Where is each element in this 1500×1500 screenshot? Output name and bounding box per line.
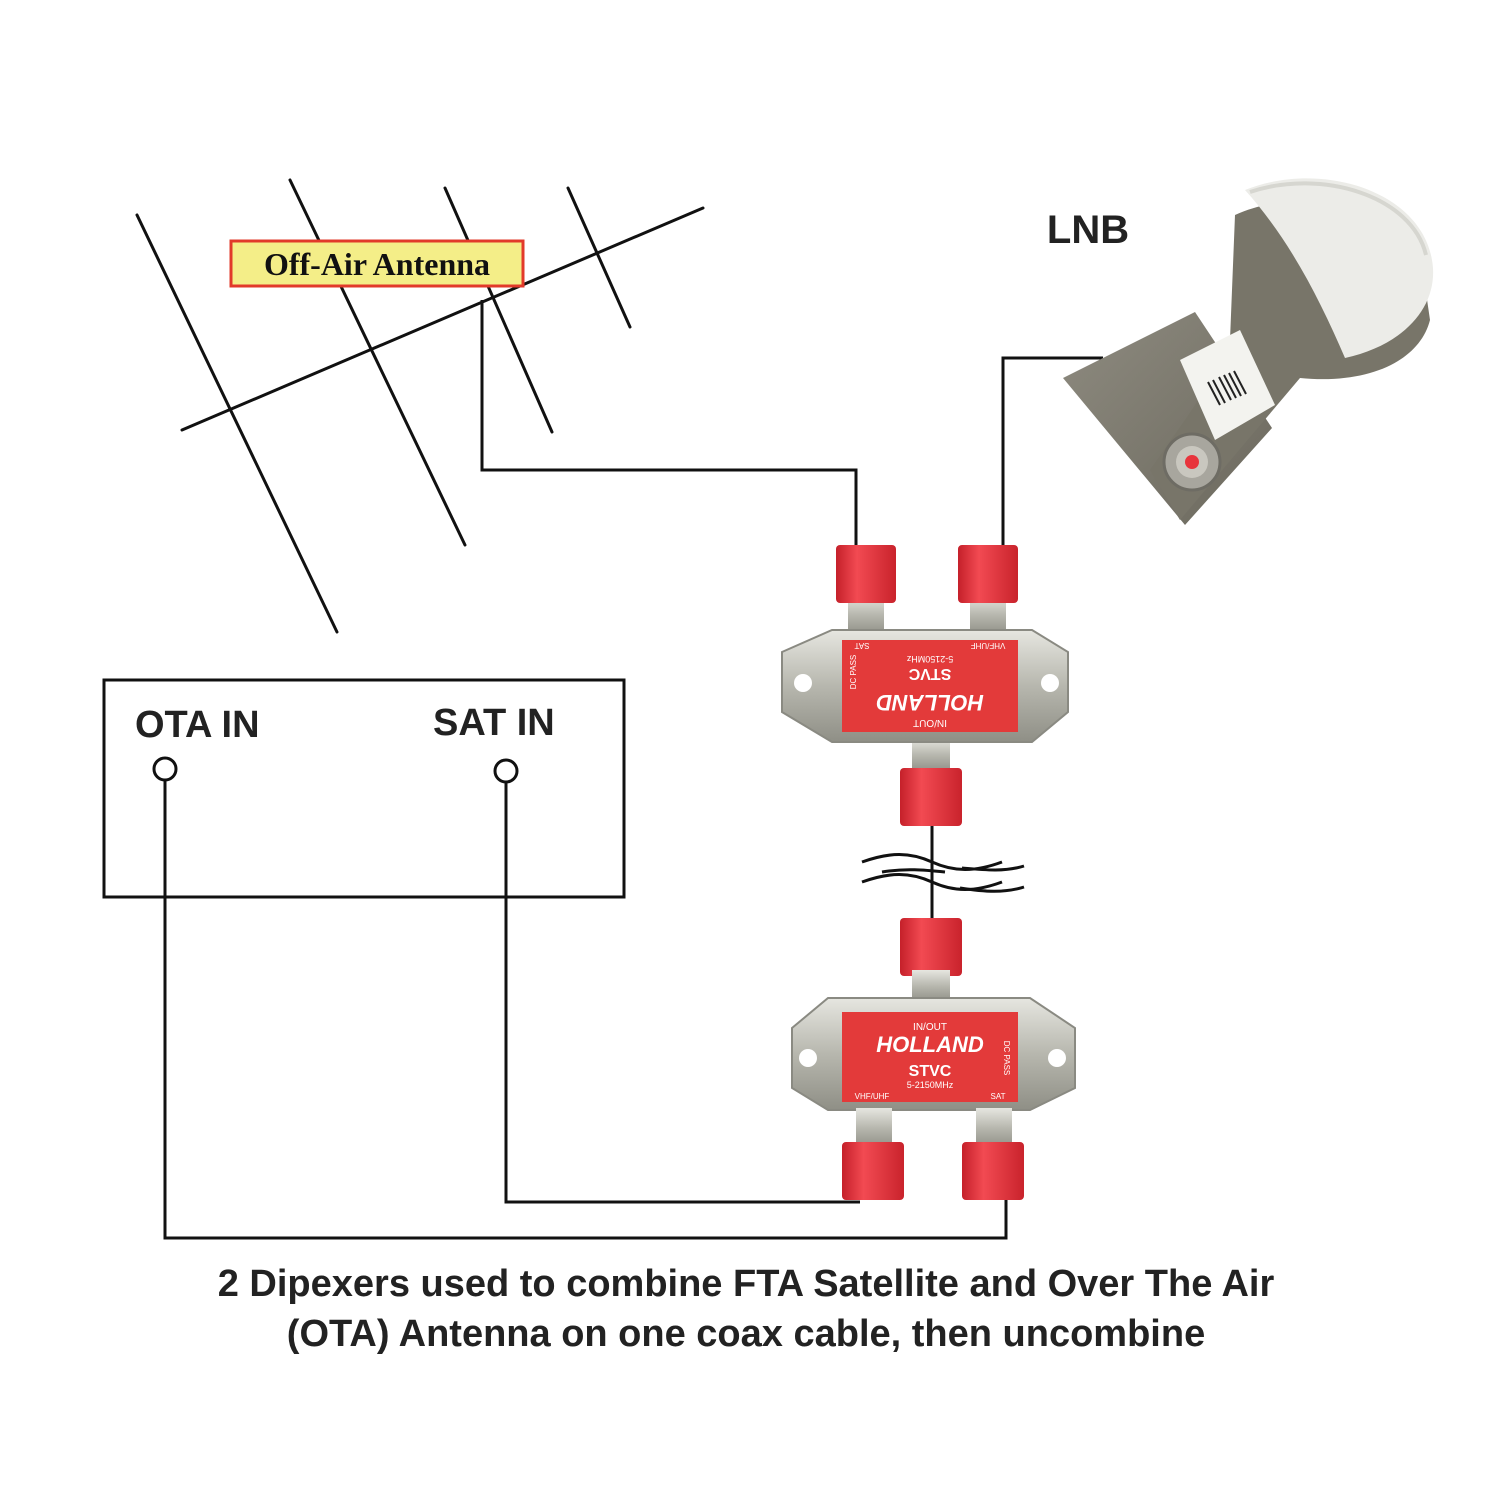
diplexer-top: IN/OUT HOLLAND STVC 5-2150MHz VHF/UHF SA… xyxy=(781,545,1069,826)
cable-break-symbol xyxy=(861,853,1025,893)
lnb-barcode-sticker xyxy=(1180,330,1275,440)
ota-in-label: OTA IN xyxy=(135,704,260,746)
antenna-boom xyxy=(180,206,705,432)
sat-in-label: SAT IN xyxy=(433,702,555,744)
diplexer-bottom-port-in-out[interactable] xyxy=(900,918,962,1002)
diplexer-top-freq: 5-2150MHz xyxy=(906,654,953,664)
wire-sat-out xyxy=(504,778,860,1204)
lnb-f-connector xyxy=(1162,432,1222,492)
caption-line-2: (OTA) Antenna on one coax cable, then un… xyxy=(287,1313,1205,1355)
diplexer-bottom: IN/OUT HOLLAND STVC 5-2150MHz VHF/UHF SA… xyxy=(791,918,1076,1200)
caption: 2 Dipexers used to combine FTA Satellite… xyxy=(218,1263,1275,1355)
diplexer-bottom-model: STVC xyxy=(909,1063,952,1080)
wire-antenna-to-diplexer xyxy=(480,300,858,545)
diplexer-bottom-port-vhf-uhf[interactable] xyxy=(842,1108,904,1200)
receiver-box: OTA IN SAT IN xyxy=(102,678,626,899)
diplexer-top-model: STVC xyxy=(908,665,951,682)
diplexer-top-port-sat[interactable] xyxy=(958,545,1018,635)
diplexer-top-brand: HOLLAND xyxy=(876,690,984,715)
sat-in-port[interactable] xyxy=(493,758,519,784)
lnb xyxy=(1063,178,1434,525)
antenna-element-1 xyxy=(135,213,339,634)
lnb-cap xyxy=(1245,178,1434,358)
coax-wires xyxy=(163,300,1103,1240)
antenna-element-4 xyxy=(566,186,632,329)
diplexer-top-inout: IN/OUT xyxy=(913,717,947,728)
diplexer-bottom-port-sat[interactable] xyxy=(962,1108,1024,1200)
caption-line-1: 2 Dipexers used to combine FTA Satellite… xyxy=(218,1263,1275,1305)
lnb-label: LNB xyxy=(1047,208,1129,252)
ota-in-port[interactable] xyxy=(152,756,178,782)
diplexer-top-port-in-out[interactable] xyxy=(900,738,962,826)
diplexer-top-port-vhf-uhf[interactable] xyxy=(836,545,896,635)
wire-ota-out xyxy=(163,775,1008,1240)
diplexer-bottom-brand: HOLLAND xyxy=(876,1032,984,1057)
diplexer-top-dcpass: DC PASS xyxy=(849,655,858,690)
diplexer-top-vhf: VHF/UHF xyxy=(971,641,1006,650)
diplexer-bottom-dcpass: DC PASS xyxy=(1002,1041,1011,1076)
diplexer-bottom-freq: 5-2150MHz xyxy=(907,1080,954,1090)
wire-lnb-to-diplexer xyxy=(1001,356,1103,545)
diplexer-top-sat: SAT xyxy=(854,641,869,650)
diplexer-bottom-vhf: VHF/UHF xyxy=(855,1092,890,1101)
antenna-label-text: Off-Air Antenna xyxy=(264,246,490,282)
diplexer-bottom-inout: IN/OUT xyxy=(913,1022,947,1033)
antenna-label: Off-Air Antenna xyxy=(229,239,525,288)
diplexer-bottom-sat: SAT xyxy=(991,1092,1006,1101)
antenna-element-3 xyxy=(443,186,554,434)
antenna-element-2 xyxy=(288,178,467,547)
